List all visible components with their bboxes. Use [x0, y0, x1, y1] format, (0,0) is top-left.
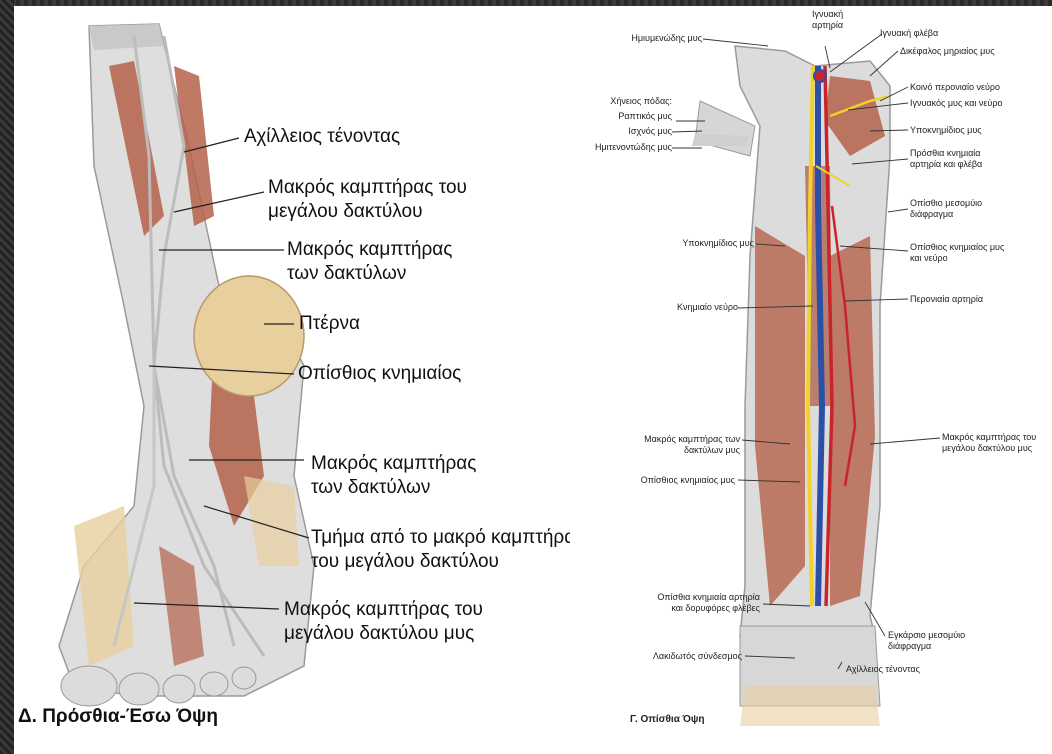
- label-popliteus-left: Υποκνημίδιος μυς: [650, 238, 754, 249]
- frame-border-left: [0, 0, 14, 754]
- label-pes-anserinus: Χήνειος πόδας:: [580, 96, 672, 107]
- label-semimembranosus: Ημιυμενώδης μυς: [610, 33, 702, 44]
- label-gracilis: Ισχνός μυς: [580, 126, 672, 137]
- left-panel-caption: Δ. Πρόσθια-Έσω Όψη: [18, 706, 218, 728]
- label-tibial-nerve: Κνημιαίο νεύρο: [634, 302, 738, 313]
- label-sartorius: Ραπτικός μυς: [580, 111, 672, 122]
- label-popliteus-right: Υποκνημίδιος μυς: [910, 125, 982, 136]
- label-popliteal-vein: Ιγνυακή φλέβα: [880, 28, 938, 39]
- label-popliteus-nerve: Ιγνυακός μυς και νεύρο: [910, 98, 1002, 109]
- label-common-peroneal-nerve: Κοινό περονιαίο νεύρο: [910, 82, 1000, 93]
- label-flexor-retinaculum: Λακιδωτός σύνδεσμος: [630, 651, 742, 662]
- label-semitendinosus: Ημιτενοντώδης μυς: [572, 142, 672, 153]
- label-calcaneus: Πτέρνα: [299, 312, 360, 336]
- label-tibialis-posterior-muscle: Οπίσθιος κνημιαίος μυς: [610, 475, 735, 486]
- label-achilles-tendon: Αχίλλειος τένοντας: [244, 125, 400, 149]
- label-tibialis-posterior: Οπίσθιος κνημιαίος: [298, 362, 461, 386]
- label-biceps-femoris: Δικέφαλος μηριαίος μυς: [900, 46, 995, 57]
- label-achilles-tendon-right: Αχίλλειος τένοντας: [846, 664, 920, 675]
- label-peroneal-artery: Περονιαία αρτηρία: [910, 294, 983, 305]
- right-panel-caption: Γ. Οπίσθια Όψη: [630, 714, 705, 725]
